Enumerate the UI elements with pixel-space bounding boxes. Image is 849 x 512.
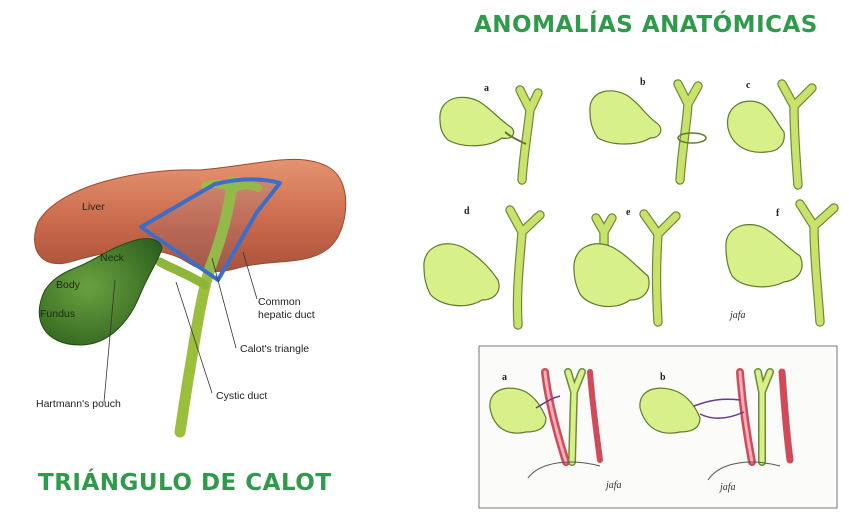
artery-label-a: a xyxy=(502,372,507,383)
artery-signature-b: jafa xyxy=(718,482,736,493)
artery-signature-a: jafa xyxy=(604,480,622,491)
artery-label-b: b xyxy=(660,372,666,383)
